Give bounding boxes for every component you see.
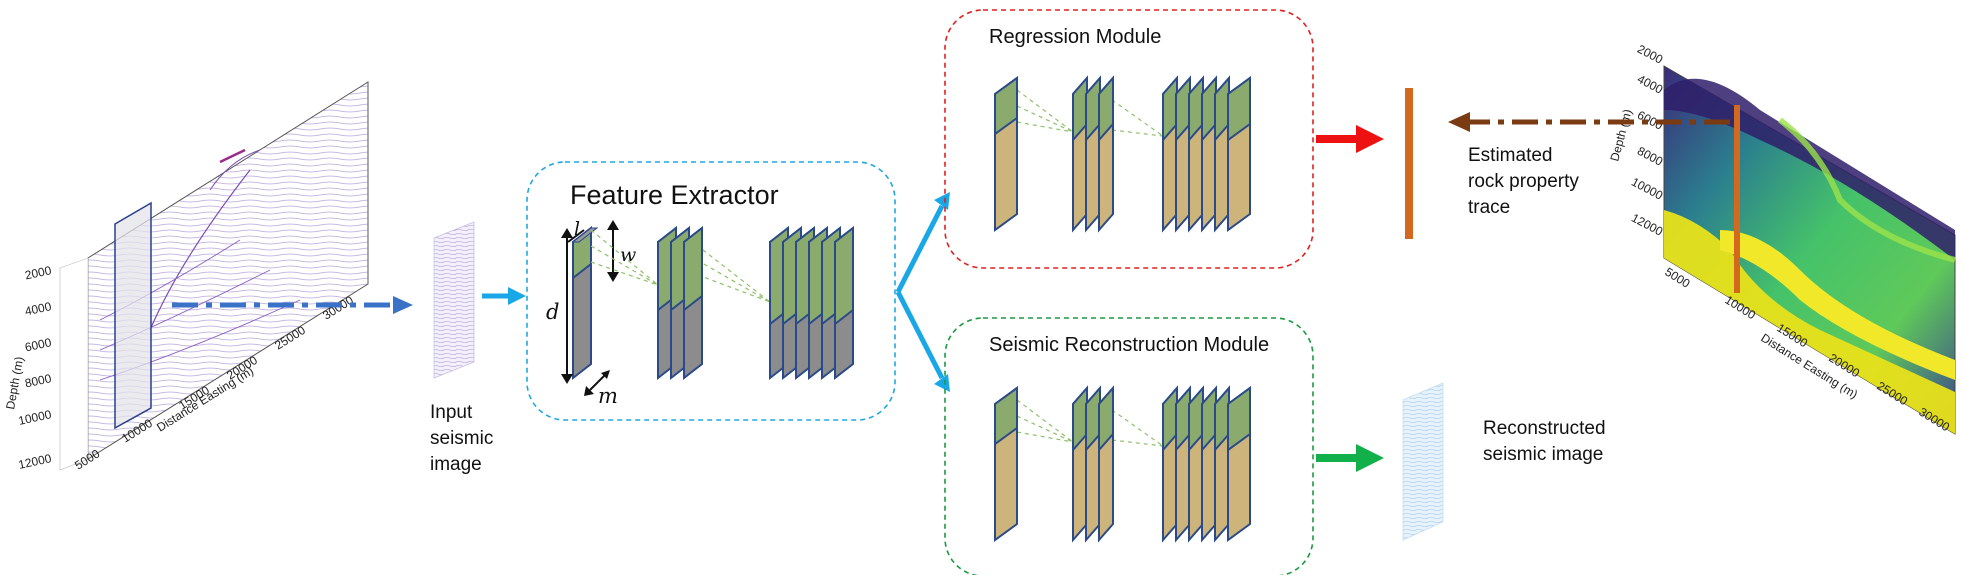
left-depth-tick: 10000 (17, 407, 53, 428)
left-depth-tick: 6000 (24, 335, 53, 354)
feature-extractor-box (526, 161, 896, 421)
estimated-label-line: trace (1468, 197, 1511, 218)
right-rock-property-plot: 2000 4000 6000 8000 10000 12000 Depth (m… (1607, 42, 1956, 435)
estimated-label-line: Estimated (1468, 145, 1553, 166)
reconstructed-label-line: Reconstructed (1483, 418, 1606, 439)
reconstructed-label-line: seismic image (1483, 444, 1604, 465)
extractor-layer-group-2 (657, 225, 703, 381)
reconstruction-output-arrow (1316, 444, 1384, 472)
right-depth-tick: 8000 (1635, 144, 1665, 169)
reconstruction-module-title: Seismic Reconstruction Module (989, 334, 1270, 356)
selected-trace-line (1734, 105, 1740, 293)
right-depth-tick: 4000 (1635, 72, 1665, 97)
feature-extractor-title: Feature Extractor (570, 180, 779, 210)
extract-window-arrow (172, 296, 413, 314)
reconstructed-seismic-image (1402, 382, 1444, 541)
left-depth-tick: 8000 (24, 371, 53, 390)
estimated-trace (1405, 88, 1413, 239)
left-depth-tick: 12000 (17, 451, 53, 472)
dim-m-label: m (598, 384, 618, 408)
input-seismic-image (433, 221, 475, 379)
left-seismic-plot: 2000 4000 6000 8000 10000 12000 Depth (m… (3, 81, 369, 473)
regression-module-box (944, 9, 1314, 269)
target-trace-arrow (1448, 112, 1730, 132)
input-to-extractor-arrow (482, 287, 526, 305)
left-depth-tick: 2000 (24, 263, 53, 282)
input-label-line: seismic (430, 428, 494, 449)
right-depth-tick: 10000 (1629, 175, 1665, 203)
input-seismic-label: Input seismic image (430, 400, 493, 478)
regression-module (944, 9, 1314, 269)
left-depth-tick: 4000 (24, 299, 53, 318)
dim-d-label: d (546, 300, 560, 324)
right-depth-ticks: 2000 4000 6000 8000 10000 12000 (1629, 42, 1665, 239)
extractor-layer-group-3 (769, 225, 854, 381)
dim-w-label: w (620, 244, 637, 266)
regression-module-title: Regression Module (989, 26, 1162, 48)
selected-window (114, 201, 152, 430)
estimated-label-line: rock property (1468, 171, 1579, 192)
dim-l-label: l (574, 218, 581, 240)
branch-arrows (895, 192, 950, 392)
right-depth-label: Depth (m) (1607, 108, 1634, 163)
feature-extractor-module (526, 161, 896, 421)
input-label-line: image (430, 454, 482, 475)
reconstruction-module (944, 317, 1314, 575)
right-depth-tick: 12000 (1629, 211, 1665, 239)
estimated-trace-label: Estimated rock property trace (1468, 143, 1579, 221)
input-label-line: Input (430, 402, 473, 423)
left-plot-shadow-face (59, 257, 89, 471)
reconstructed-image-label: Reconstructed seismic image (1483, 416, 1606, 468)
regression-output-arrow (1316, 125, 1384, 153)
right-depth-tick: 2000 (1635, 42, 1665, 67)
reconstruction-module-box (944, 317, 1314, 575)
left-depth-label: Depth (m) (3, 356, 26, 411)
left-depth-ticks: 2000 4000 6000 8000 10000 12000 (17, 263, 53, 472)
